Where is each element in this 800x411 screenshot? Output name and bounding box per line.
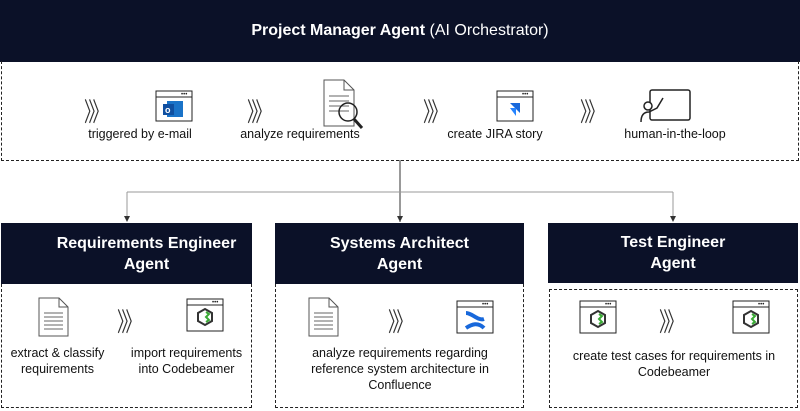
test-engineer-header: Test Engineer Agent xyxy=(548,223,798,283)
agent-title: Requirements Engineer Agent xyxy=(56,234,237,273)
orchestrator-title: Project Manager Agent xyxy=(251,22,426,39)
svg-text:•••: ••• xyxy=(181,92,187,98)
chevron-arrows-icon: 〉〉〉 xyxy=(84,97,108,127)
svg-text:•••: ••• xyxy=(758,302,764,308)
outlook-icon: ••• o xyxy=(155,90,193,122)
codebeamer-icon: ••• xyxy=(579,300,617,334)
systems-architect-workflow xyxy=(275,284,524,408)
requirements-engineer-header: Requirements Engineer Agent xyxy=(1,223,252,284)
chevron-arrows-icon: 〉〉〉 xyxy=(423,97,447,127)
svg-text:•••: ••• xyxy=(482,302,488,308)
human-presenter-icon xyxy=(640,88,692,124)
document-icon xyxy=(308,297,340,337)
chevron-arrows-icon: 〉〉〉 xyxy=(388,307,412,337)
codebeamer-icon: ••• xyxy=(186,298,224,332)
step-label: create test cases for requirements in Co… xyxy=(572,349,776,379)
codebeamer-icon: ••• xyxy=(732,300,770,334)
svg-text:•••: ••• xyxy=(522,92,528,98)
test-engineer-workflow xyxy=(549,289,798,408)
document-icon xyxy=(38,297,70,337)
step-label: analyze requirements regarding reference… xyxy=(311,346,489,392)
jira-icon: ••• xyxy=(496,90,534,122)
agent-title: Systems Architect Agent xyxy=(329,234,470,273)
systems-architect-header: Systems Architect Agent xyxy=(275,223,524,284)
orchestrator-header: Project Manager Agent (AI Orchestrator) xyxy=(0,0,800,62)
svg-text:•••: ••• xyxy=(605,302,611,308)
chevron-arrows-icon: 〉〉〉 xyxy=(659,307,683,337)
svg-text:o: o xyxy=(165,105,171,115)
svg-text:•••: ••• xyxy=(212,300,218,306)
step-label: human-in-the-loop xyxy=(624,127,726,141)
confluence-icon: ••• xyxy=(456,300,494,334)
orchestrator-subtitle: (AI Orchestrator) xyxy=(429,22,549,39)
document-search-icon xyxy=(322,78,368,134)
chevron-arrows-icon: 〉〉〉 xyxy=(247,97,271,127)
connector-lines xyxy=(124,160,676,222)
step-label: create JIRA story xyxy=(447,127,543,141)
step-label: triggered by e-mail xyxy=(88,127,192,141)
requirements-engineer-workflow xyxy=(1,284,252,408)
chevron-arrows-icon: 〉〉〉 xyxy=(580,97,604,127)
step-label: import requirements into Codebeamer xyxy=(130,346,243,376)
step-label: extract & classify requirements xyxy=(10,346,105,376)
chevron-arrows-icon: 〉〉〉 xyxy=(117,307,141,337)
step-label: analyze requirements xyxy=(240,127,360,141)
agent-title: Test Engineer Agent xyxy=(620,234,726,272)
